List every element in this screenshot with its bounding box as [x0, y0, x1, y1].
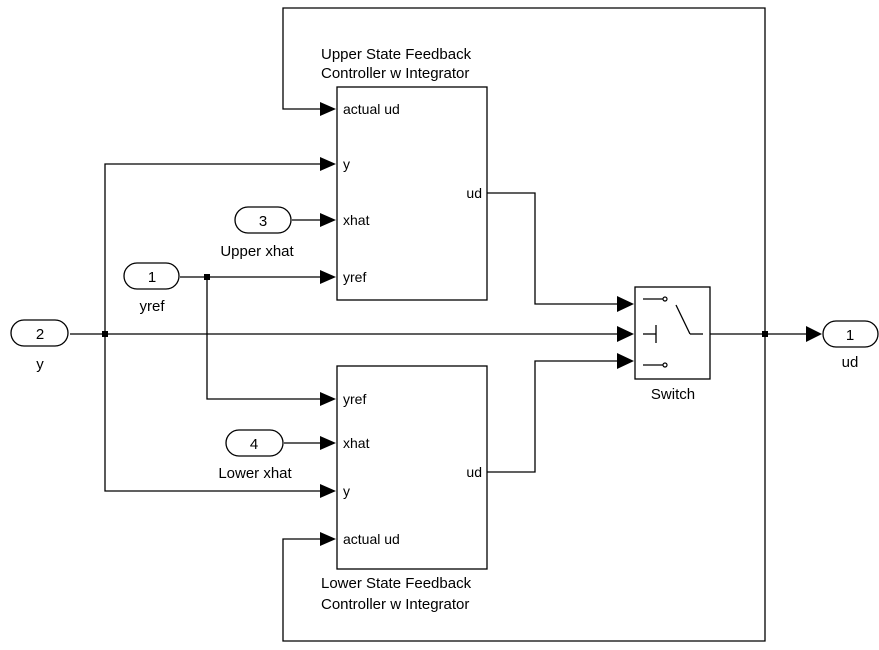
- lower-controller-block[interactable]: Lower State Feedback Controller w Integr…: [321, 365, 488, 613]
- outport-ud-number: 1: [846, 327, 854, 344]
- signal-lines: [70, 7, 808, 642]
- lower-port-y: y: [343, 483, 350, 499]
- wire-ud-feedback-upper[interactable]: [282, 7, 766, 334]
- arrowhead: [320, 213, 336, 227]
- upper-port-xhat: xhat: [343, 212, 370, 228]
- upper-port-ud: ud: [466, 185, 482, 201]
- arrowhead: [806, 326, 822, 342]
- inport-y-shape[interactable]: [10, 319, 69, 347]
- lower-controller-title-line1: Lower State Feedback: [321, 575, 472, 592]
- switch-block[interactable]: Switch: [634, 286, 711, 403]
- inport-yref[interactable]: 1 yref: [123, 262, 180, 315]
- inport-y-number: 2: [36, 326, 44, 343]
- outport-ud-label: ud: [842, 354, 859, 371]
- lower-port-xhat: xhat: [343, 435, 370, 451]
- lower-controller-box[interactable]: [336, 365, 488, 570]
- arrowhead: [320, 102, 336, 116]
- inport-lower-xhat-shape[interactable]: [225, 429, 284, 457]
- lower-controller-title-line2: Controller w Integrator: [321, 596, 469, 613]
- inport-upper-xhat-shape[interactable]: [234, 206, 292, 234]
- arrowheads: [320, 102, 822, 546]
- branch-point: [102, 331, 108, 337]
- inport-upper-xhat-number: 3: [259, 213, 267, 230]
- upper-controller-title-line1: Upper State Feedback: [321, 46, 472, 63]
- wire-yref-to-lower[interactable]: [206, 277, 322, 400]
- inport-lower-xhat-label: Lower xhat: [218, 465, 292, 482]
- inport-upper-xhat-label: Upper xhat: [220, 243, 294, 260]
- switch-box[interactable]: [634, 286, 711, 380]
- arrowhead: [320, 392, 336, 406]
- outport-ud[interactable]: 1 ud: [822, 320, 879, 371]
- upper-port-yref: yref: [343, 269, 366, 285]
- wire-ud-feedback-lower[interactable]: [282, 334, 766, 642]
- wire-lower-ud-to-switch[interactable]: [487, 360, 618, 473]
- lower-port-yref: yref: [343, 391, 366, 407]
- outport-ud-shape[interactable]: [822, 320, 879, 348]
- wire-y-to-upper[interactable]: [104, 163, 322, 334]
- inport-upper-xhat[interactable]: 3 Upper xhat: [220, 206, 295, 260]
- branch-points: [102, 274, 768, 337]
- inport-yref-shape[interactable]: [123, 262, 180, 290]
- switch-icon: [643, 296, 703, 368]
- inport-y-label: y: [36, 356, 44, 373]
- arrowhead: [320, 484, 336, 498]
- arrowhead: [320, 436, 336, 450]
- inport-lower-xhat[interactable]: 4 Lower xhat: [218, 429, 293, 482]
- upper-controller-block[interactable]: Upper State Feedback Controller w Integr…: [321, 46, 488, 301]
- arrowhead: [617, 296, 634, 312]
- inport-y[interactable]: 2 y: [10, 319, 69, 373]
- lower-port-actual-ud: actual ud: [343, 531, 400, 547]
- arrowhead: [617, 353, 634, 369]
- upper-port-y: y: [343, 156, 350, 172]
- lower-port-ud: ud: [466, 464, 482, 480]
- branch-point: [762, 331, 768, 337]
- arrowhead: [617, 326, 634, 342]
- upper-controller-title-line2: Controller w Integrator: [321, 65, 469, 82]
- wire-upper-ud-to-switch[interactable]: [487, 192, 618, 305]
- arrowhead: [320, 532, 336, 546]
- inport-yref-label: yref: [139, 298, 165, 315]
- switch-label: Switch: [651, 386, 695, 403]
- inport-lower-xhat-number: 4: [250, 436, 258, 453]
- branch-point: [204, 274, 210, 280]
- arrowhead: [320, 157, 336, 171]
- upper-port-actual-ud: actual ud: [343, 101, 400, 117]
- upper-controller-box[interactable]: [336, 86, 488, 301]
- arrowhead: [320, 270, 336, 284]
- wire-y-to-lower[interactable]: [104, 334, 322, 492]
- inport-yref-number: 1: [148, 269, 156, 286]
